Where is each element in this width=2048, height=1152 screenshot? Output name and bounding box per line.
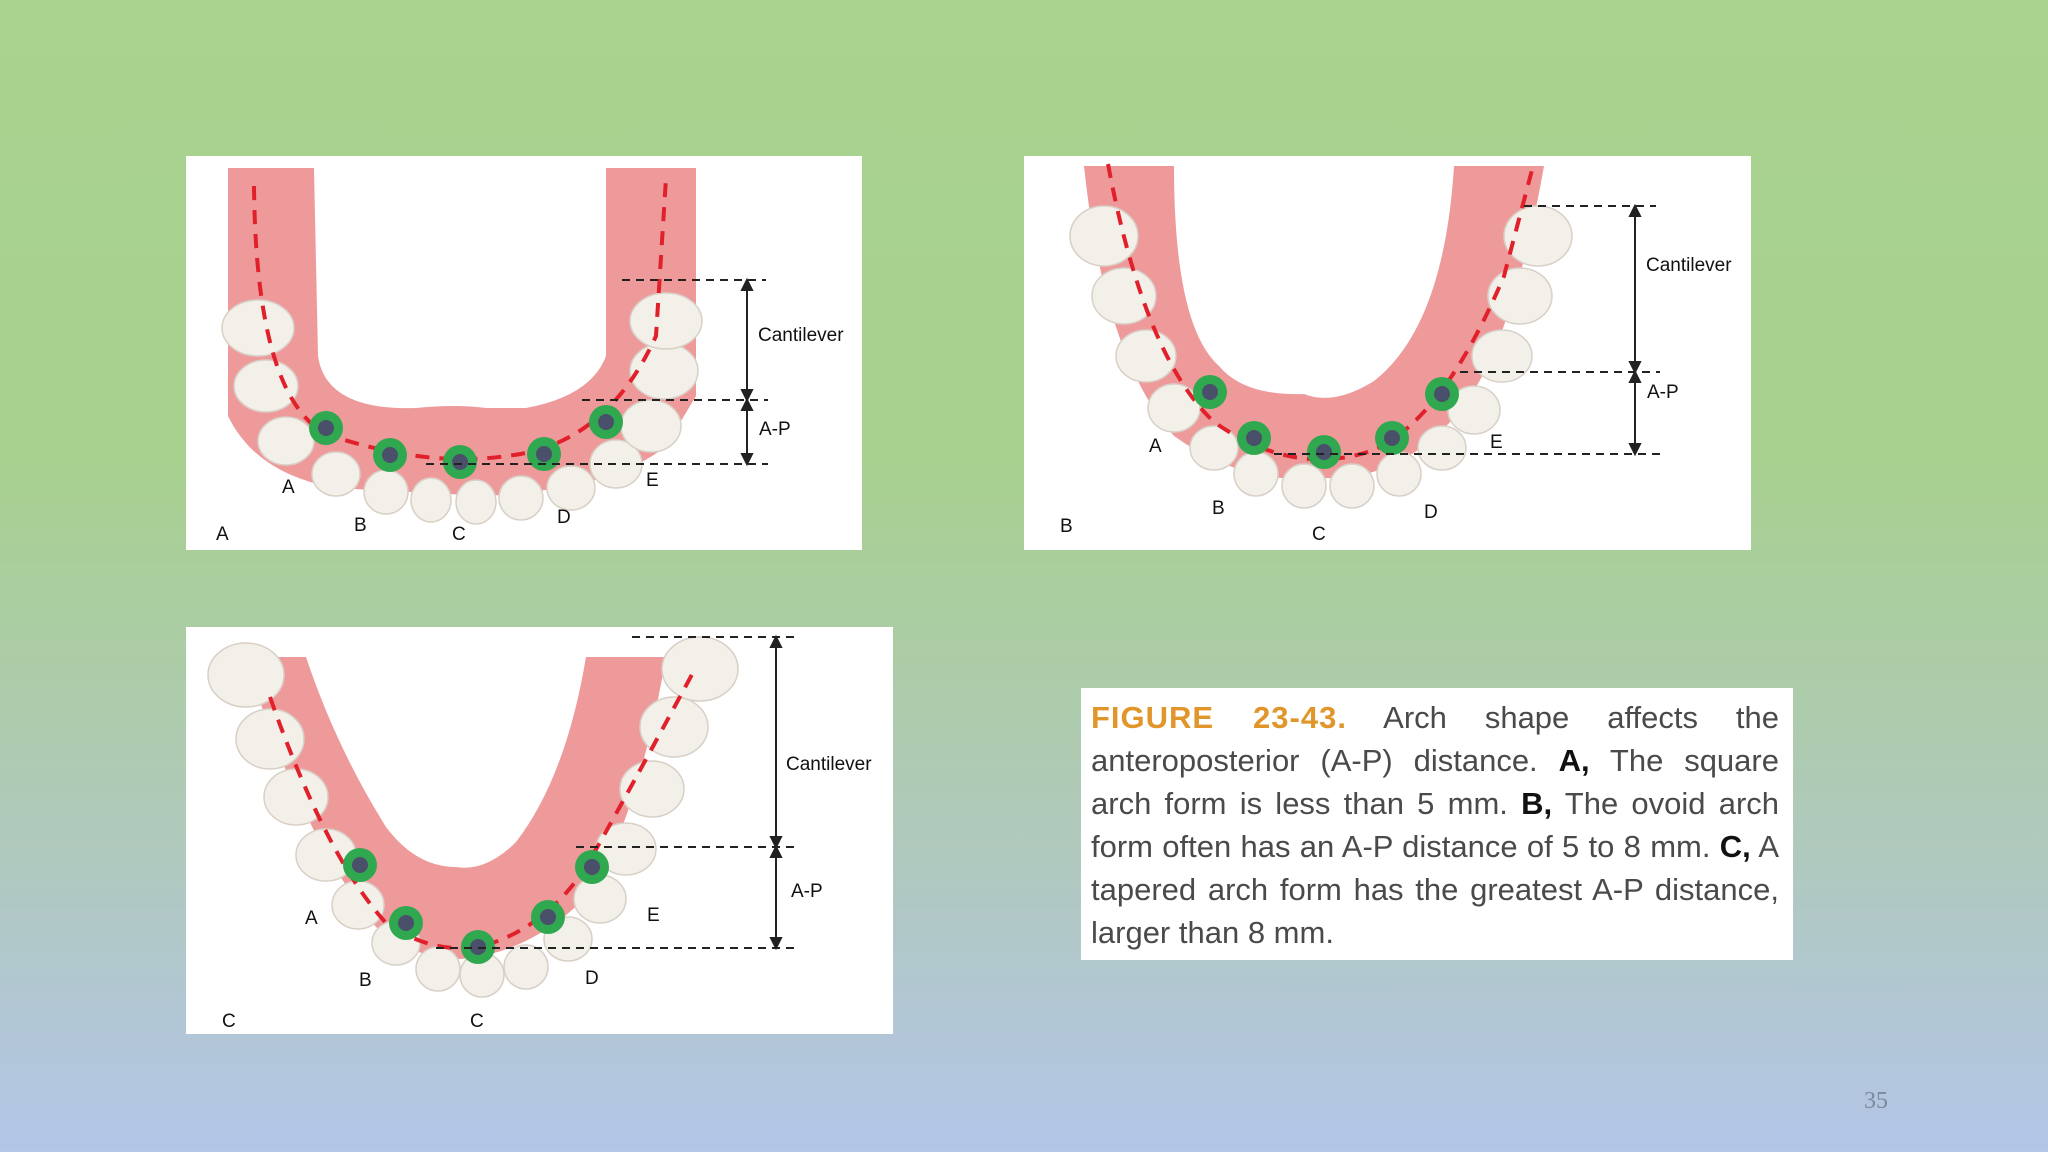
figure-label: FIGURE 23-43. <box>1091 700 1347 735</box>
caption-text-a: The square arch form is less than 5 mm. <box>1091 743 1779 821</box>
arch-diagram-c-svg: Cantilever A-P A B C D E C <box>207 634 872 1032</box>
ap-label: A-P <box>759 419 791 440</box>
ap-label: A-P <box>1647 382 1679 403</box>
reference-lines <box>436 636 800 949</box>
arch-diagram-c: Cantilever A-P A B C D E C <box>186 627 893 1034</box>
implant-label-e: E <box>647 905 660 926</box>
reference-lines <box>426 279 768 465</box>
measure-arrows <box>1628 203 1642 457</box>
measure-arrows <box>740 277 754 467</box>
ap-label: A-P <box>791 881 823 902</box>
caption-marker-b: B, <box>1521 786 1553 821</box>
reference-lines <box>1274 205 1660 455</box>
teeth <box>1069 205 1573 509</box>
cantilever-label: Cantilever <box>758 325 844 346</box>
cantilever-label: Cantilever <box>1646 255 1732 276</box>
caption-marker-a: A, <box>1558 743 1590 778</box>
implant-label-a: A <box>1149 436 1162 457</box>
cantilever-label: Cantilever <box>786 754 872 775</box>
implants <box>1193 375 1459 469</box>
teeth <box>221 292 703 525</box>
page-number: 35 <box>1864 1088 1888 1114</box>
implant-label-a: A <box>305 908 318 929</box>
implant-label-b: B <box>354 515 367 536</box>
panel-letter: A <box>216 524 229 545</box>
implant-label-d: D <box>585 968 599 989</box>
implants <box>343 848 609 964</box>
gum-shape <box>228 168 696 496</box>
implant-label-d: D <box>1424 502 1438 523</box>
caption-text-b: The ovoid arch form often has an A-P dis… <box>1091 786 1780 864</box>
panel-letter: C <box>222 1011 236 1032</box>
implant-label-c: C <box>1312 524 1326 545</box>
implant-label-c: C <box>470 1011 484 1032</box>
arch-diagram-a: Cantilever A-P A B C D E A <box>186 156 862 550</box>
panel-letter: B <box>1060 516 1073 537</box>
implants <box>309 405 623 479</box>
implant-label-b: B <box>1212 498 1225 519</box>
caption-intro: Arch shape affects the anteroposterior (… <box>1091 700 1779 778</box>
arch-diagram-a-svg: Cantilever A-P A B C D E A <box>216 168 844 545</box>
implant-label-e: E <box>646 470 659 491</box>
caption-marker-c: C, <box>1719 829 1751 864</box>
figure-caption: FIGURE 23-43. Arch shape affects the ant… <box>1081 688 1793 960</box>
arch-diagram-b: Cantilever A-P A B C D E B <box>1024 156 1751 550</box>
implant-label-c: C <box>452 524 466 545</box>
implant-label-e: E <box>1490 432 1503 453</box>
caption-text-c: A tapered arch form has the greatest A-P… <box>1091 829 1779 950</box>
implant-label-b: B <box>359 970 372 991</box>
arch-diagram-b-svg: Cantilever A-P A B C D E B <box>1060 163 1732 545</box>
measure-arrows <box>769 634 783 951</box>
implant-label-d: D <box>557 507 571 528</box>
implant-label-a: A <box>282 477 295 498</box>
